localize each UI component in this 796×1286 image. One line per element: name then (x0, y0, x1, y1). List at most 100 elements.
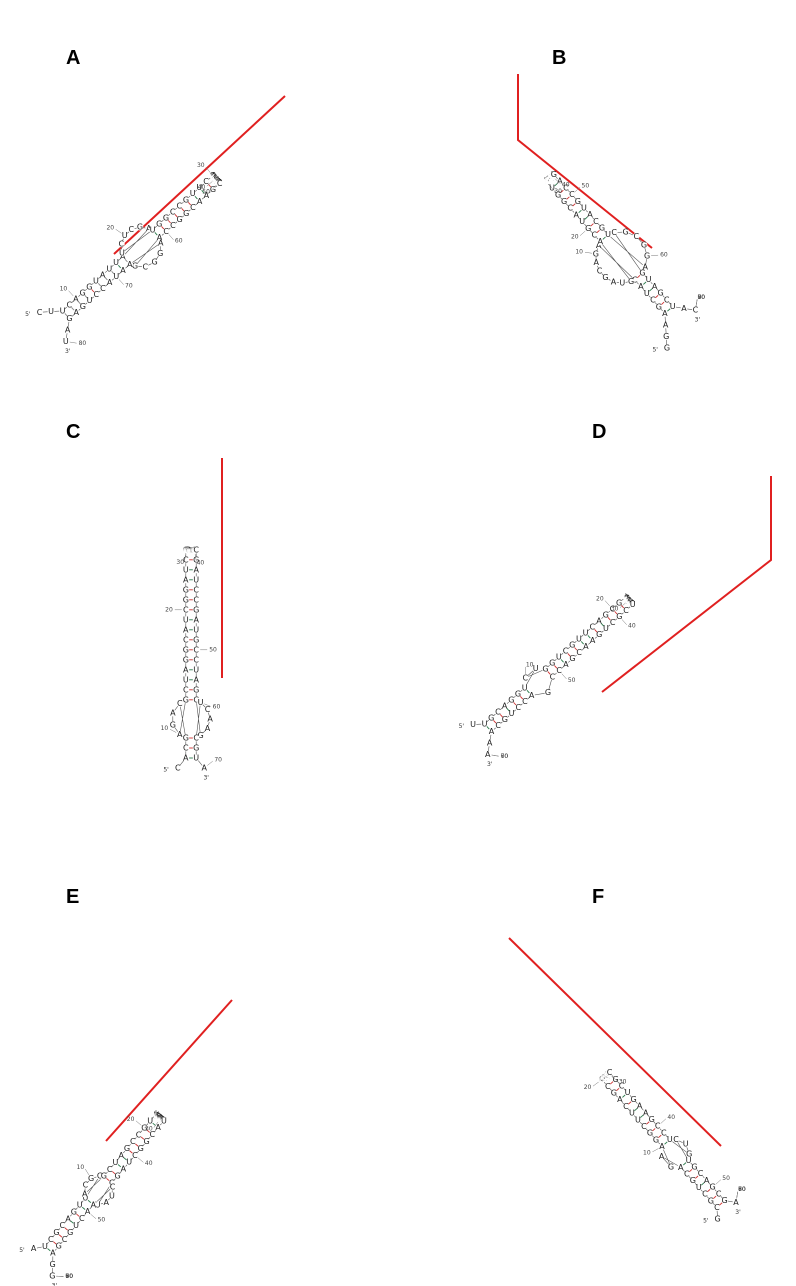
nucleotide: U (109, 1191, 115, 1200)
nucleotide-halo (162, 214, 170, 222)
base-pair-f (663, 1140, 669, 1146)
nucleotide: C (702, 1190, 708, 1199)
nucleotide: C (183, 744, 189, 753)
nucleotide: U (667, 1135, 673, 1144)
nucleotide-halo (569, 655, 576, 663)
nucleotide: G (628, 277, 634, 286)
nucleotide: A (681, 304, 687, 313)
nucleotide: G (183, 655, 189, 664)
nucleotide-halo (140, 1124, 148, 1132)
nucleotide-halo (575, 635, 583, 643)
nucleotide: A (65, 1214, 71, 1223)
nucleotide: U (470, 720, 476, 729)
nucleotide-halo (595, 617, 603, 625)
position-number: 60 (501, 753, 509, 760)
nucleotide: U (482, 719, 488, 728)
position-number: 70 (501, 753, 509, 760)
base-pair-d (580, 640, 585, 646)
nucleotide-halo (598, 224, 606, 232)
nucleotide-halo (204, 705, 211, 713)
base-pair-b (648, 287, 653, 292)
panel-label-f: F (592, 886, 604, 908)
nucleotide-halo (682, 1140, 690, 1148)
base-pair-d (506, 707, 511, 712)
highlight-line-b (517, 74, 653, 249)
nucleotide: G (80, 302, 86, 311)
nucleotide: C (698, 1169, 704, 1178)
position-tick (68, 290, 74, 297)
nucleotide-halo (105, 265, 113, 273)
base-pair-a (117, 264, 122, 269)
nucleotide: G (515, 689, 521, 698)
position-number: 30 (197, 162, 205, 169)
nucleotide-halo (685, 1150, 693, 1158)
nucleotide-halo (114, 1172, 122, 1180)
nucleotide: U (183, 615, 189, 624)
nucleotide: C (193, 585, 199, 594)
nucleotide-halo (192, 566, 200, 574)
base-pair-d (600, 622, 605, 627)
nucleotide-halo (701, 1190, 709, 1198)
nucleotide-halo (606, 1069, 613, 1077)
base-pair-d (492, 719, 497, 724)
nucleotide: U (635, 1115, 641, 1124)
structures-layer: CUUCAGGUAUUAAGCUCUUGGCCGUUCGCAGUCAAGACUG… (19, 162, 746, 1286)
nucleotide-halo (192, 656, 200, 664)
base-pair-b (565, 196, 571, 201)
nucleotide-halo (663, 296, 671, 304)
nucleotide: A (107, 278, 113, 287)
position-number: 70 (125, 283, 133, 290)
nucleotide-halo (618, 1082, 625, 1090)
nucleotide: G (545, 688, 551, 697)
nucleotide: G (71, 1207, 77, 1216)
structure-f: GCGCUGCAAGAGGCUUCAGCGGGAUGGAGUCGCGCUGAAG… (584, 1068, 746, 1224)
nucleotide: G (183, 195, 189, 204)
nucleotide-halo (662, 333, 670, 340)
nucleotide: G (596, 630, 602, 639)
nucleotide: A (617, 1095, 623, 1104)
nucleotide: G (561, 197, 567, 206)
nucleotide-halo (645, 276, 652, 284)
nucleotide: A (85, 1207, 91, 1216)
nucleotide-halo (129, 1138, 137, 1146)
nucleotide: C (567, 204, 573, 213)
nucleotide-halo (703, 1177, 710, 1184)
nucleotide-halo (658, 1143, 666, 1150)
nucleotide-halo (683, 1170, 691, 1178)
nucleotide-halo (602, 625, 610, 632)
nucleotide: G (653, 1135, 659, 1144)
nucleotide: C (611, 228, 617, 237)
nucleotide-halo (202, 192, 210, 199)
position-number: 20 (127, 1116, 135, 1123)
nucleotide: C (136, 1130, 142, 1139)
base-pair-a (104, 276, 109, 281)
nucleotide-halo (182, 666, 190, 674)
base-pair-e (52, 1240, 58, 1245)
nucleotide: G (657, 289, 663, 298)
nucleotide-halo (182, 646, 190, 654)
position-number: 40 (145, 1160, 153, 1167)
nucleotide: G (86, 282, 92, 291)
base-pair-a (194, 195, 199, 200)
nucleotide-halo (182, 696, 190, 704)
nucleotide-halo (648, 1116, 656, 1123)
nucleotide: C (175, 764, 181, 773)
position-number: 20 (596, 596, 604, 603)
nucleotide-halo (81, 1190, 89, 1198)
nucleotide-halo (59, 307, 66, 315)
nucleotide: U (193, 665, 199, 674)
base-pair-d (593, 628, 598, 633)
base-pair-b (666, 307, 672, 313)
nucleotide-halo (58, 1222, 66, 1230)
base-pair-b (660, 301, 665, 306)
base-pair-b (601, 236, 607, 241)
nucleotide-halo (592, 217, 600, 225)
nucleotide: U (683, 1140, 689, 1149)
nucleotide: C (100, 284, 106, 293)
nucleotide: C (605, 1082, 611, 1091)
nucleotide: G (67, 1228, 73, 1237)
nucleotide: U (556, 652, 562, 661)
nucleotide: A (177, 730, 183, 739)
nucleotide-halo (622, 607, 630, 614)
nucleotide-halo (636, 1102, 644, 1110)
